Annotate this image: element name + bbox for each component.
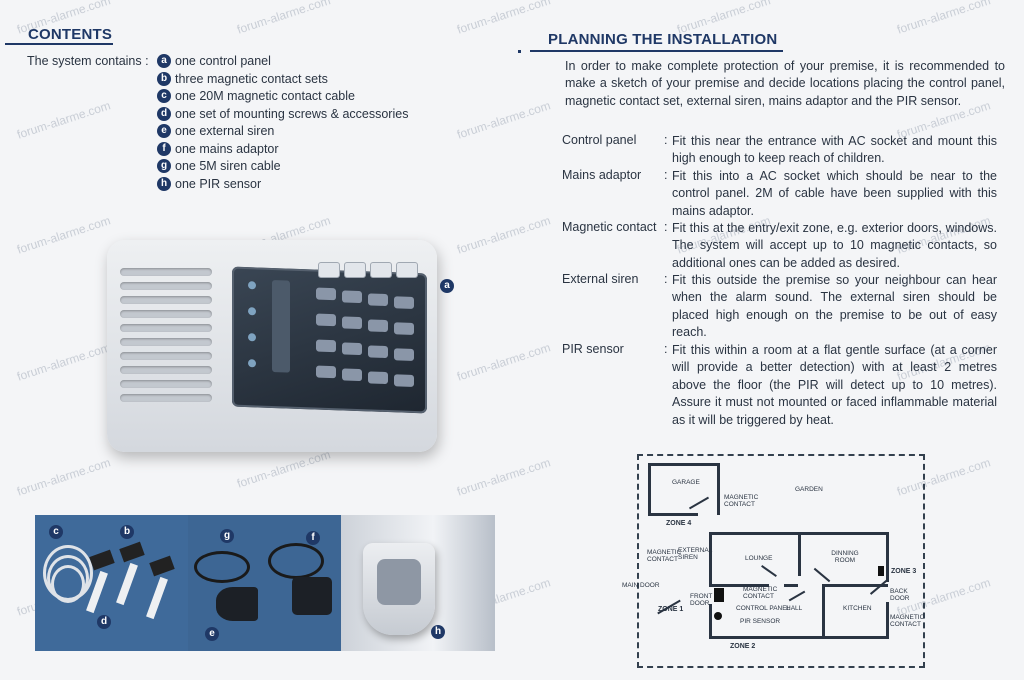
fp-kitchen: KITCHEN: [843, 605, 872, 612]
entry-term: Control panel: [562, 133, 637, 147]
item-letter-badge: e: [157, 124, 171, 138]
fp-dinning-room: DINNING ROOM: [831, 550, 859, 564]
fp-front-door: FRONT DOOR: [690, 593, 713, 607]
contents-item: a one control panel: [157, 54, 271, 68]
entry-colon: :: [664, 220, 668, 234]
watermark: forum-alarme.com: [895, 0, 993, 37]
item-letter-badge: c: [157, 89, 171, 103]
item-text: one 20M magnetic contact cable: [175, 89, 355, 103]
item-letter-badge: b: [157, 71, 171, 86]
planning-rule-dot: [518, 50, 521, 53]
photo-contacts-and-cable: c b d: [35, 515, 188, 651]
watermark: forum-alarme.com: [235, 0, 333, 37]
fp-zone-3: ZONE 3: [891, 568, 917, 575]
speaker-grille: [120, 262, 212, 422]
contents-item: c one 20M magnetic contact cable: [157, 89, 355, 103]
planning-heading: PLANNING THE INSTALLATION: [548, 31, 778, 48]
fp-zone-1: ZONE 1: [658, 606, 684, 613]
item-letter-badge: a: [157, 54, 171, 68]
contents-item: g one 5M siren cable: [157, 159, 281, 173]
watermark: forum-alarme.com: [455, 0, 553, 37]
entry-colon: :: [664, 168, 668, 182]
contents-item: b three magnetic contact sets: [157, 71, 328, 86]
watermark: forum-alarme.com: [15, 455, 113, 499]
item-letter-badge: h: [157, 176, 171, 191]
fp-magnetic-contact: MAGNETIC CONTACT: [743, 586, 778, 600]
entry-text: Fit this at the entry/exit zone, e.g. ex…: [672, 221, 997, 270]
entry-text: Fit this within a room at a flat gentle …: [672, 343, 997, 427]
item-letter-badge: d: [157, 106, 171, 121]
fp-hall: HALL: [786, 605, 803, 612]
fp-magnetic-contact: MAGNETIC CONTACT: [890, 614, 925, 628]
keypad-cover: [232, 266, 427, 414]
watermark: forum-alarme.com: [455, 455, 553, 499]
watermark: forum-alarme.com: [15, 98, 113, 142]
fp-external-siren: EXTERNAL SIREN: [678, 547, 713, 561]
fp-zone-4: ZONE 4: [666, 520, 692, 527]
callout-badge: f: [306, 531, 320, 545]
callout-badge: a: [440, 279, 454, 293]
watermark: forum-alarme.com: [15, 340, 113, 384]
planning-intro: In order to make complete protection of …: [565, 59, 1005, 108]
callout-badge: d: [97, 615, 111, 629]
fp-main-door: MAIN DOOR: [622, 582, 660, 589]
entry-text: Fit this near the entrance with AC socke…: [672, 134, 997, 166]
fp-pir-sensor: PIR SENSOR: [740, 618, 781, 625]
watermark: forum-alarme.com: [235, 447, 333, 491]
item-letter-badge: f: [157, 141, 171, 156]
floor-plan: [637, 454, 925, 668]
item-text: one mains adaptor: [175, 141, 279, 156]
entry-text: Fit this into a AC socket which should b…: [672, 169, 997, 218]
watermark: forum-alarme.com: [455, 340, 553, 384]
fp-control-panel: CONTROL PANEL: [736, 605, 791, 612]
entry-colon: :: [664, 133, 668, 147]
item-text: one set of mounting screws & accessories: [175, 106, 409, 121]
callout-badge: e: [205, 627, 219, 641]
fp-zone-2: ZONE 2: [730, 643, 756, 650]
entry-term: Magnetic contact: [562, 220, 657, 234]
item-text: one external siren: [175, 124, 275, 138]
item-text: one 5M siren cable: [175, 159, 281, 173]
fp-magnetic-contact: MAGNETIC CONTACT: [724, 494, 759, 508]
contents-item: d one set of mounting screws & accessorie…: [157, 106, 409, 121]
watermark: forum-alarme.com: [455, 98, 553, 142]
contents-item: f one mains adaptor: [157, 141, 279, 156]
callout-badge: c: [49, 525, 63, 539]
item-letter-badge: g: [157, 159, 171, 173]
entry-text: Fit this outside the premise so your nei…: [672, 273, 997, 340]
item-text: one PIR sensor: [175, 176, 262, 191]
fp-back-door: BACK DOOR: [890, 588, 910, 602]
planning-rule: [530, 50, 783, 52]
fp-garden: GARDEN: [795, 486, 823, 493]
item-text: three magnetic contact sets: [175, 71, 328, 86]
watermark: forum-alarme.com: [455, 213, 553, 257]
contents-heading: CONTENTS: [28, 26, 113, 43]
contents-item: h one PIR sensor: [157, 176, 262, 191]
callout-badge: h: [431, 625, 445, 639]
fp-magnetic-contact: MAGNETIC CONTACT: [647, 549, 682, 563]
fp-lounge: LOUNGE: [745, 555, 773, 562]
contents-item: e one external siren: [157, 124, 274, 138]
callout-badge: b: [120, 525, 134, 539]
watermark: forum-alarme.com: [15, 213, 113, 257]
callout-badge: g: [220, 529, 234, 543]
contents-rule: [5, 43, 113, 45]
entry-colon: :: [664, 342, 668, 356]
entry-term: Mains adaptor: [562, 168, 642, 182]
entry-colon: :: [664, 272, 668, 286]
fp-garage: GARAGE: [672, 479, 700, 486]
contains-label: The system contains :: [27, 54, 149, 68]
entry-term: PIR sensor: [562, 342, 624, 356]
photo-siren-and-adaptor: g f e: [188, 515, 341, 651]
item-text: one control panel: [175, 54, 271, 68]
entry-term: External siren: [562, 272, 639, 286]
photo-pir-sensor: h: [341, 515, 495, 651]
